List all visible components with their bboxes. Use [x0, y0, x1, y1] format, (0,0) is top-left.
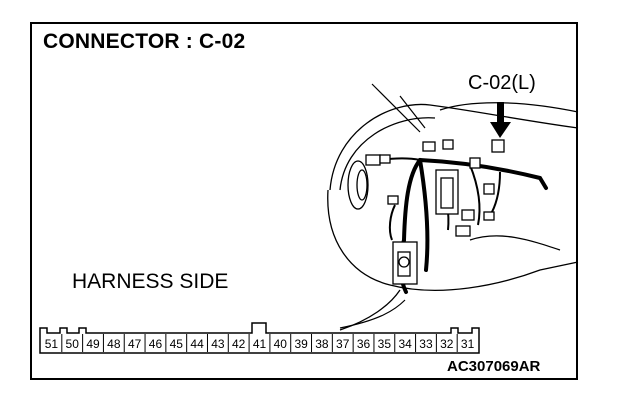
pin-label: 46 — [149, 337, 163, 351]
lead-lines — [339, 83, 426, 329]
connector-title: CONNECTOR : C-02 — [43, 30, 246, 53]
pin-label: 42 — [232, 337, 246, 351]
pin-label: 45 — [170, 337, 184, 351]
pin-label: 50 — [66, 337, 80, 351]
pin-label: 49 — [86, 337, 100, 351]
pin-label: 33 — [419, 337, 433, 351]
pin-label: 43 — [211, 337, 225, 351]
connector-pinout: 51 50 49 48 47 46 45 44 43 42 41 40 39 38 37 36 35 34 33 32… — [39, 322, 480, 354]
figure-code: AC307069AR — [447, 358, 541, 375]
pin-label: 51 — [45, 337, 59, 351]
pin-label: 35 — [378, 337, 392, 351]
c02-connector — [491, 139, 505, 153]
down-arrow-icon — [490, 102, 511, 138]
pin-label: 32 — [440, 337, 454, 351]
pin-label: 34 — [398, 337, 412, 351]
harness-side-label: HARNESS SIDE — [72, 270, 229, 293]
harness-connectors — [365, 139, 505, 285]
pin-label: 48 — [107, 337, 121, 351]
pin-label: 39 — [294, 337, 308, 351]
pin-label: 40 — [274, 337, 288, 351]
pin-label: 41 — [253, 337, 267, 351]
diagram-frame — [30, 22, 578, 380]
dashboard-outline — [327, 102, 579, 331]
pin-label: 38 — [315, 337, 329, 351]
connector-callout-label: C-02(L) — [468, 72, 536, 94]
wiring-harness — [398, 158, 548, 294]
pin-label: 37 — [336, 337, 350, 351]
pin-label: 31 — [461, 337, 475, 351]
pin-label: 47 — [128, 337, 142, 351]
pin-label: 44 — [190, 337, 204, 351]
pin-label: 36 — [357, 337, 371, 351]
